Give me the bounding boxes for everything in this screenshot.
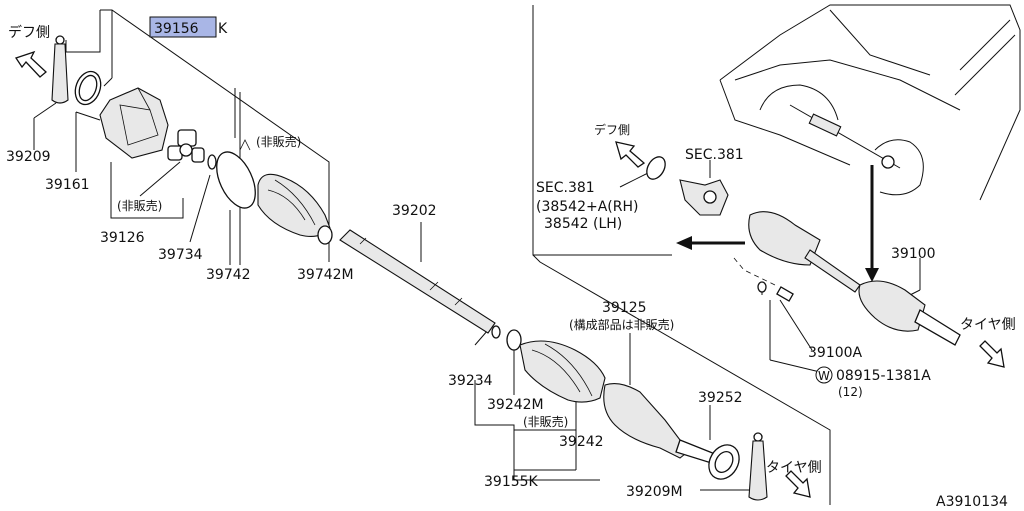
label-not-sold-2: (非販売) xyxy=(256,134,301,149)
part-39126-spider-assembly xyxy=(167,129,205,163)
part-39242M-band xyxy=(506,329,522,351)
label-39161: 39161 xyxy=(45,177,90,193)
label-sec381-lh: 38542 (LH) xyxy=(544,216,622,232)
label-39125: 39125 xyxy=(602,300,647,316)
highlight-39156K xyxy=(149,16,217,38)
label-39242M: 39242M xyxy=(487,397,544,413)
label-39155K: 39155K xyxy=(484,474,539,490)
label-39156-suffix: K xyxy=(218,21,228,37)
inset-arrow-left xyxy=(676,236,745,250)
part-39209-cv-boot-band xyxy=(51,35,69,104)
part-39742-boot-band xyxy=(216,139,256,209)
part-inner-boot xyxy=(257,173,333,245)
label-39209: 39209 xyxy=(6,149,51,165)
label-39234: 39234 xyxy=(448,373,493,389)
part-39100-drive-shaft-assembly xyxy=(748,211,961,346)
label-39742M: 39742M xyxy=(297,267,354,283)
label-08915: 08915-1381A xyxy=(836,368,931,384)
tire-side-arrow-bottom xyxy=(785,470,811,498)
label-sec381-b: SEC.381 xyxy=(536,180,595,196)
part-39242-outer-boot xyxy=(519,340,606,403)
labels: デフ側 39156 K 39209 39161 (非販売) 39126 3973… xyxy=(6,21,1016,510)
tire-side-arrow-inset xyxy=(979,340,1005,368)
label-39156: 39156 xyxy=(154,21,199,37)
label-39734: 39734 xyxy=(158,247,203,263)
label-diagram-code: A3910134 xyxy=(936,494,1008,510)
label-39209M: 39209M xyxy=(626,484,683,500)
inset-arrow-down xyxy=(865,165,879,282)
part-39209M-band-right xyxy=(748,432,768,501)
part-39100A-bolt xyxy=(776,286,794,302)
part-39202-drive-shaft xyxy=(339,229,496,334)
diff-side-arrow-topleft xyxy=(14,50,47,78)
label-39242: 39242 xyxy=(559,434,604,450)
inset-vehicle-illustration xyxy=(719,4,1021,201)
label-qty12: (12) xyxy=(838,385,863,399)
washer-symbol-circle xyxy=(815,366,833,384)
label-39125-note: (構成部品は非販売) xyxy=(569,317,674,332)
label-diff-side-topleft: デフ側 xyxy=(8,24,50,41)
label-tire-side-bottom: タイヤ側 xyxy=(766,460,822,476)
label-washer-symbol: W xyxy=(818,369,830,383)
label-39202: 39202 xyxy=(392,203,437,219)
label-sec381-rh: (38542+A(RH) xyxy=(536,199,638,215)
label-39126: 39126 xyxy=(100,230,145,246)
inset-hub-flange xyxy=(679,179,729,216)
label-39100: 39100 xyxy=(891,246,936,262)
label-39252: 39252 xyxy=(698,390,743,406)
inset-seal xyxy=(646,156,666,180)
part-inner-race-housing xyxy=(99,87,169,159)
part-39252-seal xyxy=(708,444,740,480)
label-39742: 39742 xyxy=(206,267,251,283)
label-not-sold-1: (非販売) xyxy=(117,198,162,213)
label-tire-side-inset: タイヤ側 xyxy=(960,317,1016,333)
diff-side-arrow-inset xyxy=(615,141,646,168)
part-39161-circlip xyxy=(74,70,102,106)
label-39100A: 39100A xyxy=(808,345,863,361)
part-39234-clip xyxy=(491,325,501,339)
label-sec381-a: SEC.381 xyxy=(685,147,744,163)
leader-lines xyxy=(33,5,921,505)
label-diff-side-inset: デフ側 xyxy=(594,122,630,137)
part-39734-snap-ring xyxy=(207,154,217,170)
inset-washer xyxy=(757,281,767,293)
label-not-sold-3: (非販売) xyxy=(523,414,568,429)
